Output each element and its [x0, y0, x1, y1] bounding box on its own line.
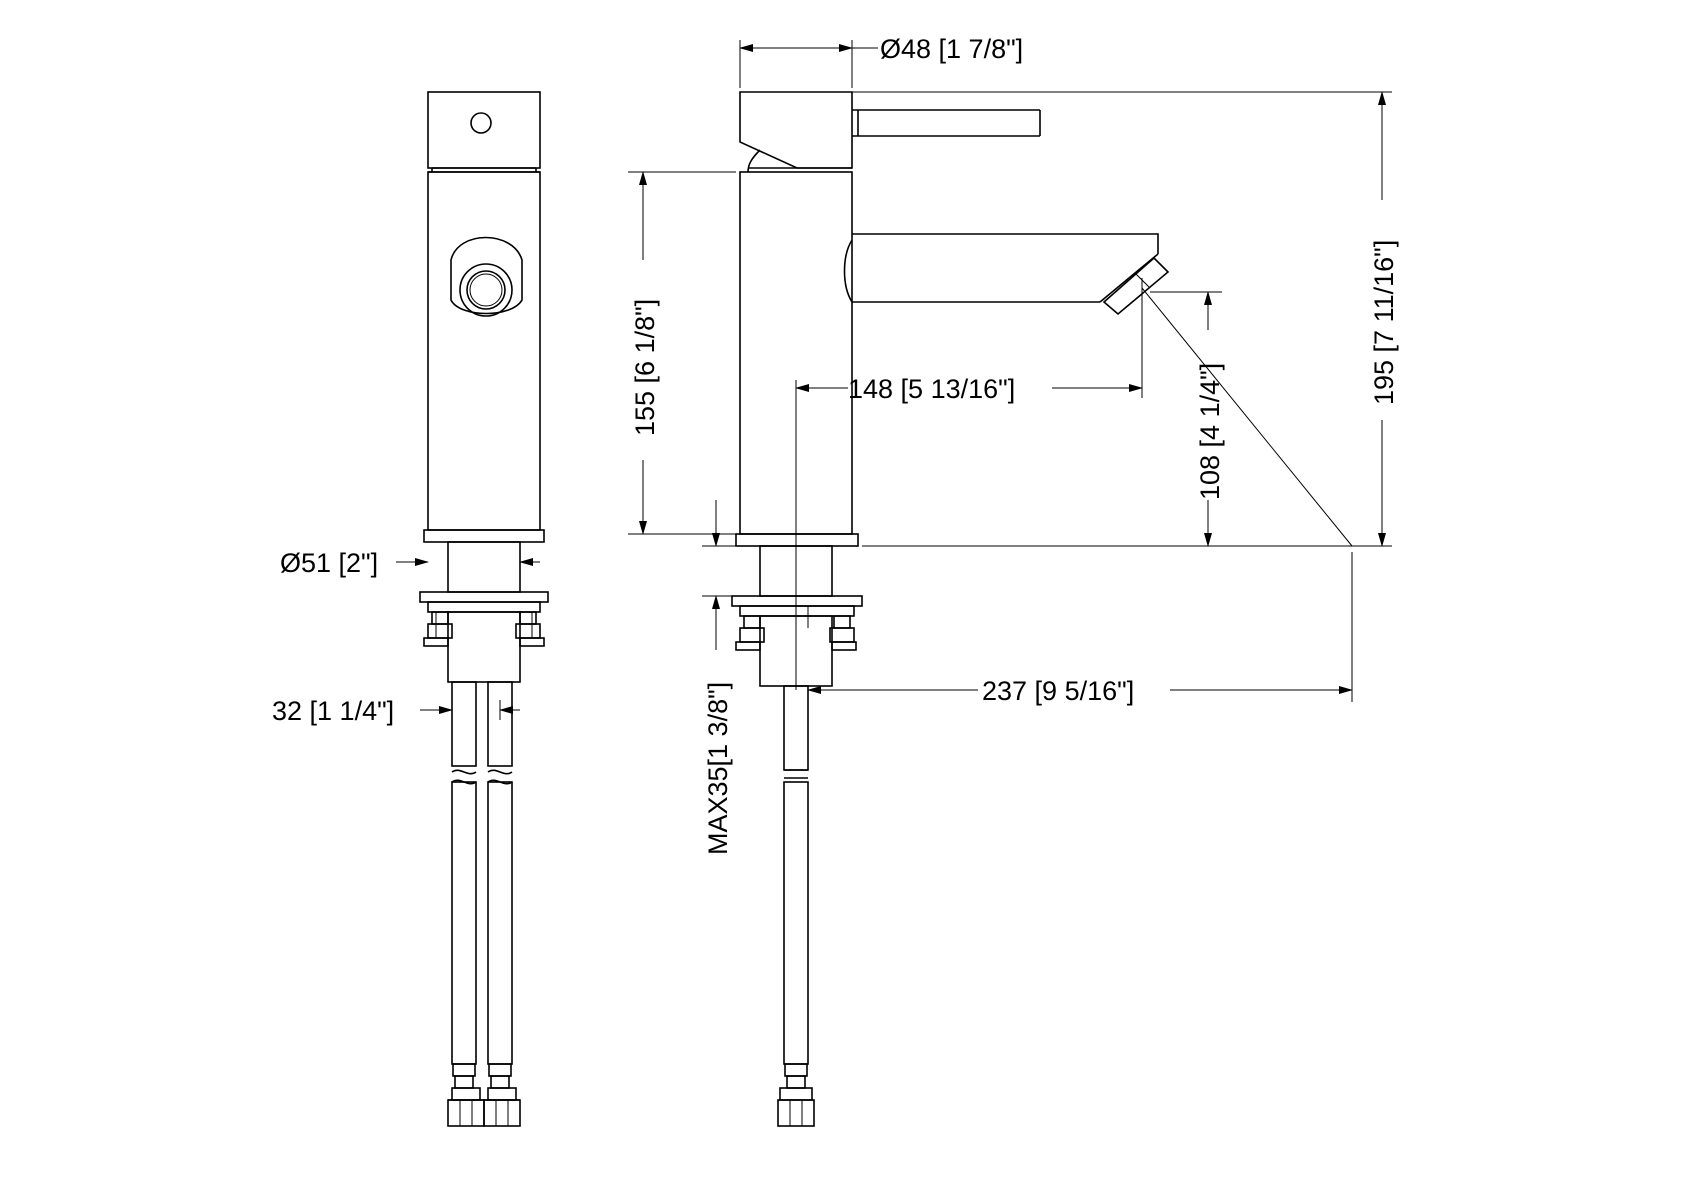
side-handle	[739, 91, 1041, 173]
dim-hose-spacing: 32 [1 1/4"]	[272, 696, 394, 726]
handle-screw-icon	[470, 112, 492, 134]
front-body	[427, 171, 541, 531]
hoses-front	[447, 681, 521, 1127]
spout	[843, 233, 1170, 316]
hose-side	[777, 685, 815, 1127]
dim-base-diameter: Ø51 [2"]	[280, 548, 378, 578]
dim-body-height: 155 [6 1/8"]	[630, 299, 660, 436]
dim-spout-reach: 148 [5 13/16"]	[848, 374, 1015, 404]
dim-spout-diameter: Ø48 [1 7/8"]	[880, 34, 1023, 64]
aerator-icon	[450, 236, 523, 317]
front-view: Ø51 [2"] 32 [1 1/4"]	[272, 91, 549, 1127]
dim-outlet-height: 108 [4 1/4"]	[1195, 363, 1225, 500]
front-handle-head	[427, 91, 541, 169]
dim-max-deck: MAX35[1 3/8"]	[703, 682, 733, 855]
dim-overall-reach: 237 [9 5/16"]	[982, 676, 1134, 706]
reach-diagonal	[1141, 287, 1353, 547]
side-view: Ø48 [1 7/8"] 195 [7 11/16"] 155 [6 1/8"]…	[628, 34, 1399, 1127]
dim-total-height: 195 [7 11/16"]	[1369, 240, 1399, 405]
